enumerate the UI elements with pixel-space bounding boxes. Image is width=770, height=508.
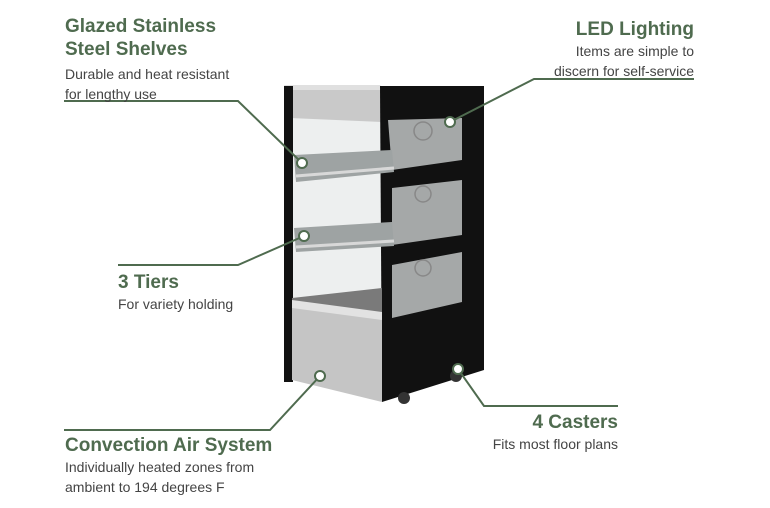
callout-led-title: LED Lighting — [575, 19, 694, 40]
callout-tiers-title: 3 Tiers — [118, 272, 179, 293]
callout-casters: 4 Casters Fits most floor plans — [493, 411, 618, 454]
callout-casters-title: 4 Casters — [532, 412, 618, 433]
dot-casters — [452, 363, 464, 375]
callout-led-desc-line1: Items are simple to — [575, 43, 694, 59]
callout-convection: Convection Air System Individually heate… — [65, 434, 272, 497]
callout-casters-desc: Fits most floor plans — [492, 436, 618, 452]
callout-tiers-desc: For variety holding — [118, 296, 234, 312]
dot-shelves — [296, 157, 308, 169]
callout-convection-desc-line1: Individually heated zones from — [65, 459, 255, 475]
leader-lines — [64, 78, 694, 431]
leader-line-led — [449, 78, 694, 123]
merchandiser-cabinet-illustration — [284, 85, 484, 404]
callout-led-desc-line2: discern for self-service — [553, 63, 694, 79]
callout-tiers: 3 Tiers For variety holding — [118, 271, 233, 314]
leader-line-casters — [457, 368, 618, 407]
callout-shelves-desc-line2: for lengthy use — [65, 86, 157, 102]
dot-convection — [314, 370, 326, 382]
leader-line-tiers — [118, 235, 305, 266]
callout-convection-title: Convection Air System — [65, 435, 273, 456]
callout-dots — [296, 116, 464, 382]
callout-shelves-desc-line1: Durable and heat resistant — [65, 66, 230, 82]
leader-line-shelves — [64, 100, 303, 164]
callout-convection-desc-line2: ambient to 194 degrees F — [65, 479, 225, 495]
callout-led: LED Lighting Items are simple to discern… — [554, 18, 694, 81]
callout-shelves: Glazed Stainless Steel Shelves Durable a… — [65, 15, 229, 104]
callout-shelves-title-line1: Glazed Stainless — [65, 16, 217, 37]
callout-shelves-title-line2: Steel Shelves — [65, 39, 188, 60]
leader-line-convection — [64, 375, 321, 431]
dot-led — [444, 116, 456, 128]
dot-tiers — [298, 230, 310, 242]
